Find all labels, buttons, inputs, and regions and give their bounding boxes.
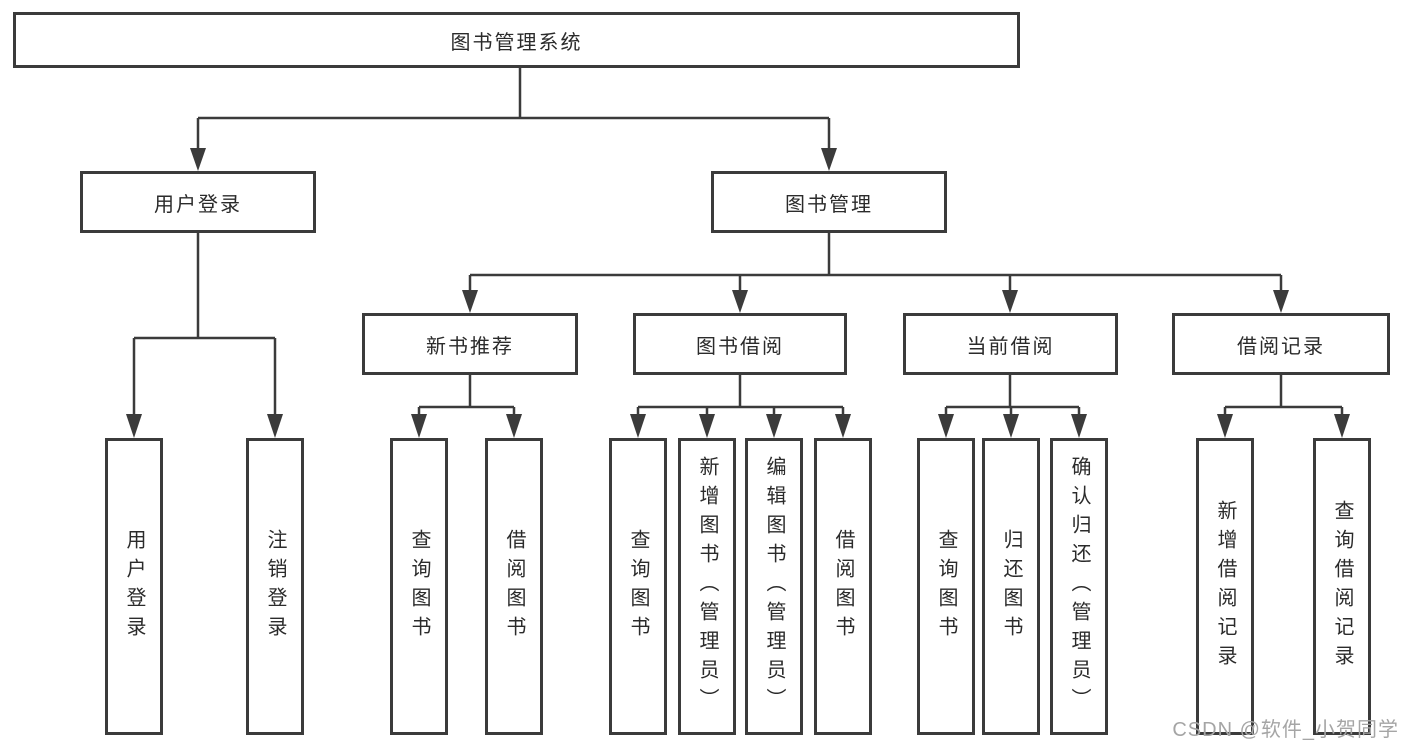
leaf-cb-confirm-return-admin-label: 确认归还（管理员） (1068, 456, 1090, 717)
leaf-br-query-record: 查询借阅记录 (1313, 438, 1371, 735)
node-book-management: 图书管理 (711, 171, 947, 233)
csdn-watermark: CSDN @软件_小贺同学 (1172, 719, 1399, 741)
node-new-book-recommend: 新书推荐 (362, 313, 578, 375)
leaf-br-query-record-label: 查询借阅记录 (1331, 499, 1353, 674)
leaf-bb-add-books-admin: 新增图书（管理员） (678, 438, 736, 735)
leaf-br-add-record-label: 新增借阅记录 (1214, 499, 1236, 674)
leaf-br-add-record: 新增借阅记录 (1196, 438, 1254, 735)
leaf-nbr-borrow-books: 借阅图书 (485, 438, 543, 735)
leaf-cb-query-books-label: 查询图书 (935, 528, 957, 645)
leaf-user-login-label: 用户登录 (123, 528, 145, 645)
leaf-bb-add-books-admin-label: 新增图书（管理员） (696, 456, 718, 717)
leaf-nbr-borrow-books-label: 借阅图书 (503, 528, 525, 645)
node-user-login-label: 用户登录 (154, 193, 242, 216)
leaf-logout-label: 注销登录 (264, 528, 286, 645)
leaf-nbr-query-books-label: 查询图书 (408, 528, 430, 645)
leaf-logout: 注销登录 (246, 438, 304, 735)
leaf-bb-edit-books-admin-label: 编辑图书（管理员） (763, 456, 785, 717)
node-book-management-label: 图书管理 (785, 193, 873, 216)
node-book-borrowing-label: 图书借阅 (696, 335, 784, 358)
node-user-login: 用户登录 (80, 171, 316, 233)
node-current-borrowing: 当前借阅 (903, 313, 1118, 375)
leaf-bb-borrow-books: 借阅图书 (814, 438, 872, 735)
leaf-bb-query-books: 查询图书 (609, 438, 667, 735)
leaf-bb-query-books-label: 查询图书 (627, 528, 649, 645)
leaf-cb-query-books: 查询图书 (917, 438, 975, 735)
node-borrowing-records: 借阅记录 (1172, 313, 1390, 375)
node-root-library-system: 图书管理系统 (13, 12, 1020, 68)
leaf-nbr-query-books: 查询图书 (390, 438, 448, 735)
node-new-book-recommend-label: 新书推荐 (426, 335, 514, 358)
node-current-borrowing-label: 当前借阅 (966, 335, 1055, 358)
node-root-label: 图书管理系统 (450, 31, 583, 54)
node-book-borrowing: 图书借阅 (633, 313, 847, 375)
leaf-bb-edit-books-admin: 编辑图书（管理员） (745, 438, 803, 735)
leaf-cb-return-books-label: 归还图书 (1000, 528, 1022, 645)
leaf-user-login: 用户登录 (105, 438, 163, 735)
leaf-cb-return-books: 归还图书 (982, 438, 1040, 735)
leaf-cb-confirm-return-admin: 确认归还（管理员） (1050, 438, 1108, 735)
leaf-bb-borrow-books-label: 借阅图书 (832, 528, 854, 645)
node-borrowing-records-label: 借阅记录 (1237, 335, 1325, 358)
